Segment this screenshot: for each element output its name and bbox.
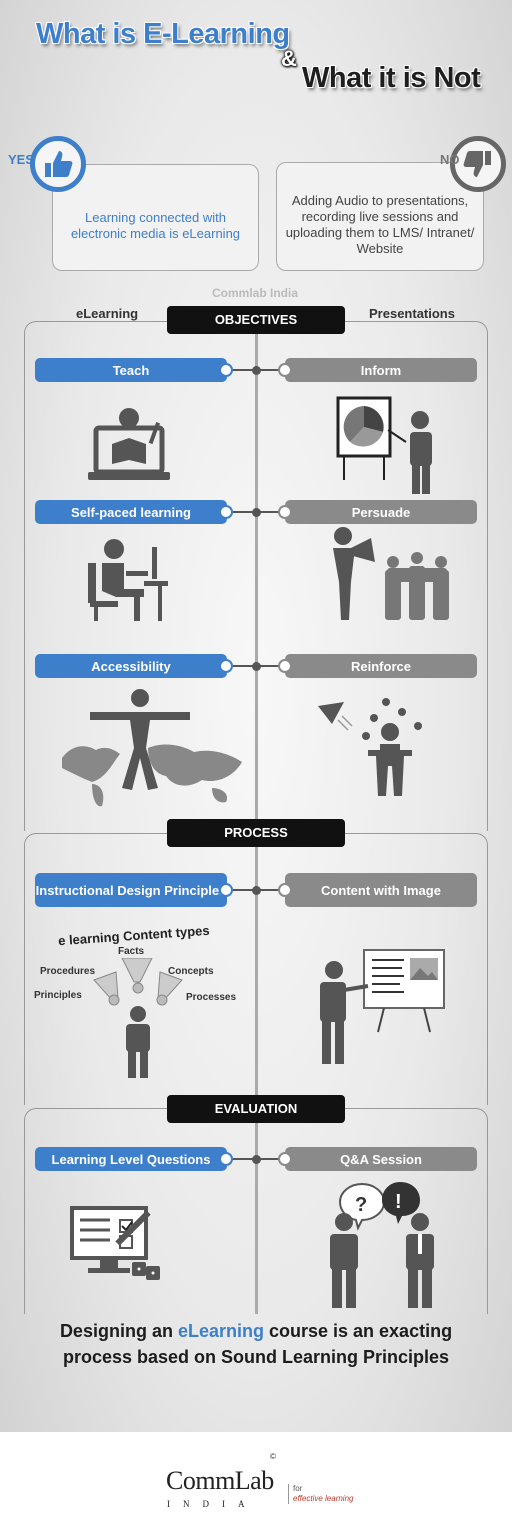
node-right <box>278 1152 292 1166</box>
pill-teach: Teach <box>35 358 227 382</box>
node-left <box>219 363 233 377</box>
conclusion-text: Designing an eLearning course is an exac… <box>24 1318 488 1370</box>
yes-box: Learning connected with electronic media… <box>52 164 259 271</box>
content-type-procedures: Procedures <box>40 966 96 977</box>
content-type-facts: Facts <box>118 946 145 957</box>
column-head-right: Presentations <box>369 306 455 321</box>
hub <box>252 508 261 517</box>
footer <box>0 1432 512 1534</box>
hub <box>252 886 261 895</box>
commlab-logo-sub: INDIA <box>167 1499 258 1509</box>
presenter-board-icon <box>320 949 445 1064</box>
pill-qa-session: Q&A Session <box>285 1147 477 1171</box>
copyright-mark: © <box>270 1452 276 1461</box>
conclusion-highlight: eLearning <box>177 1321 264 1341</box>
watermark: Commlab India <box>212 286 299 300</box>
megaphone-crowd-icon <box>333 527 449 620</box>
pill-learning-level-questions: Learning Level Questions <box>35 1147 227 1171</box>
pill-instructional-design: Instructional Design Principles <box>35 873 227 907</box>
hub <box>252 662 261 671</box>
section-objectives: OBJECTIVES <box>167 306 345 334</box>
conclusion-part1: Designing an <box>59 1321 178 1341</box>
no-text: Adding Audio to presentations, recording… <box>285 192 475 256</box>
tagline-line1: for <box>293 1484 303 1493</box>
person-at-desk-icon <box>88 539 168 621</box>
svg-text:!: ! <box>395 1191 402 1213</box>
juggler-icon <box>318 698 422 796</box>
logo-tagline: for effective learning <box>288 1484 353 1504</box>
content-type-principles: Principles <box>34 990 82 1001</box>
title-line1: What is E-Learning <box>36 18 290 50</box>
pill-persuade: Persuade <box>285 500 477 524</box>
title-ampersand: & <box>281 46 297 71</box>
section-evaluation: EVALUATION <box>167 1095 345 1123</box>
node-right <box>278 883 292 897</box>
hub <box>252 366 261 375</box>
yes-label: YES <box>8 152 35 167</box>
presenter-chart-icon <box>336 396 432 494</box>
content-type-concepts: Concepts <box>168 966 214 977</box>
node-left <box>219 659 233 673</box>
node-right <box>278 659 292 673</box>
computer-checklist-icon <box>70 1206 160 1280</box>
pill-accessibility: Accessibility <box>35 654 227 678</box>
pill-reinforce: Reinforce <box>285 654 477 678</box>
conclusion-part2: course is an exacting process based on S… <box>62 1321 453 1367</box>
node-right <box>278 505 292 519</box>
funnels-person-icon <box>93 958 183 1078</box>
title-line2: What it is Not <box>302 62 481 94</box>
pill-self-paced: Self-paced learning <box>35 500 227 524</box>
no-label: NO <box>440 152 460 167</box>
world-map-person-icon <box>62 689 242 807</box>
no-box: Adding Audio to presentations, recording… <box>276 162 484 271</box>
thumbs-up-icon <box>30 136 86 192</box>
node-right <box>278 363 292 377</box>
laptop-reader-icon <box>88 408 170 480</box>
column-head-left: eLearning <box>76 306 139 321</box>
commlab-logo: CommLab <box>166 1466 274 1495</box>
tagline-line2: effective learning <box>293 1494 354 1503</box>
section-process: PROCESS <box>167 819 345 847</box>
yes-text: Learning connected with electronic media… <box>70 209 241 241</box>
pill-content-with-image: Content with Image <box>285 873 477 907</box>
content-type-processes: Processes <box>186 992 237 1003</box>
node-left <box>219 883 233 897</box>
svg-text:?: ? <box>355 1194 367 1216</box>
pill-inform: Inform <box>285 358 477 382</box>
node-left <box>219 1152 233 1166</box>
qa-people-icon: ? ! <box>330 1182 434 1308</box>
node-left <box>219 505 233 519</box>
hub <box>252 1155 261 1164</box>
thumbs-down-icon <box>450 136 506 192</box>
